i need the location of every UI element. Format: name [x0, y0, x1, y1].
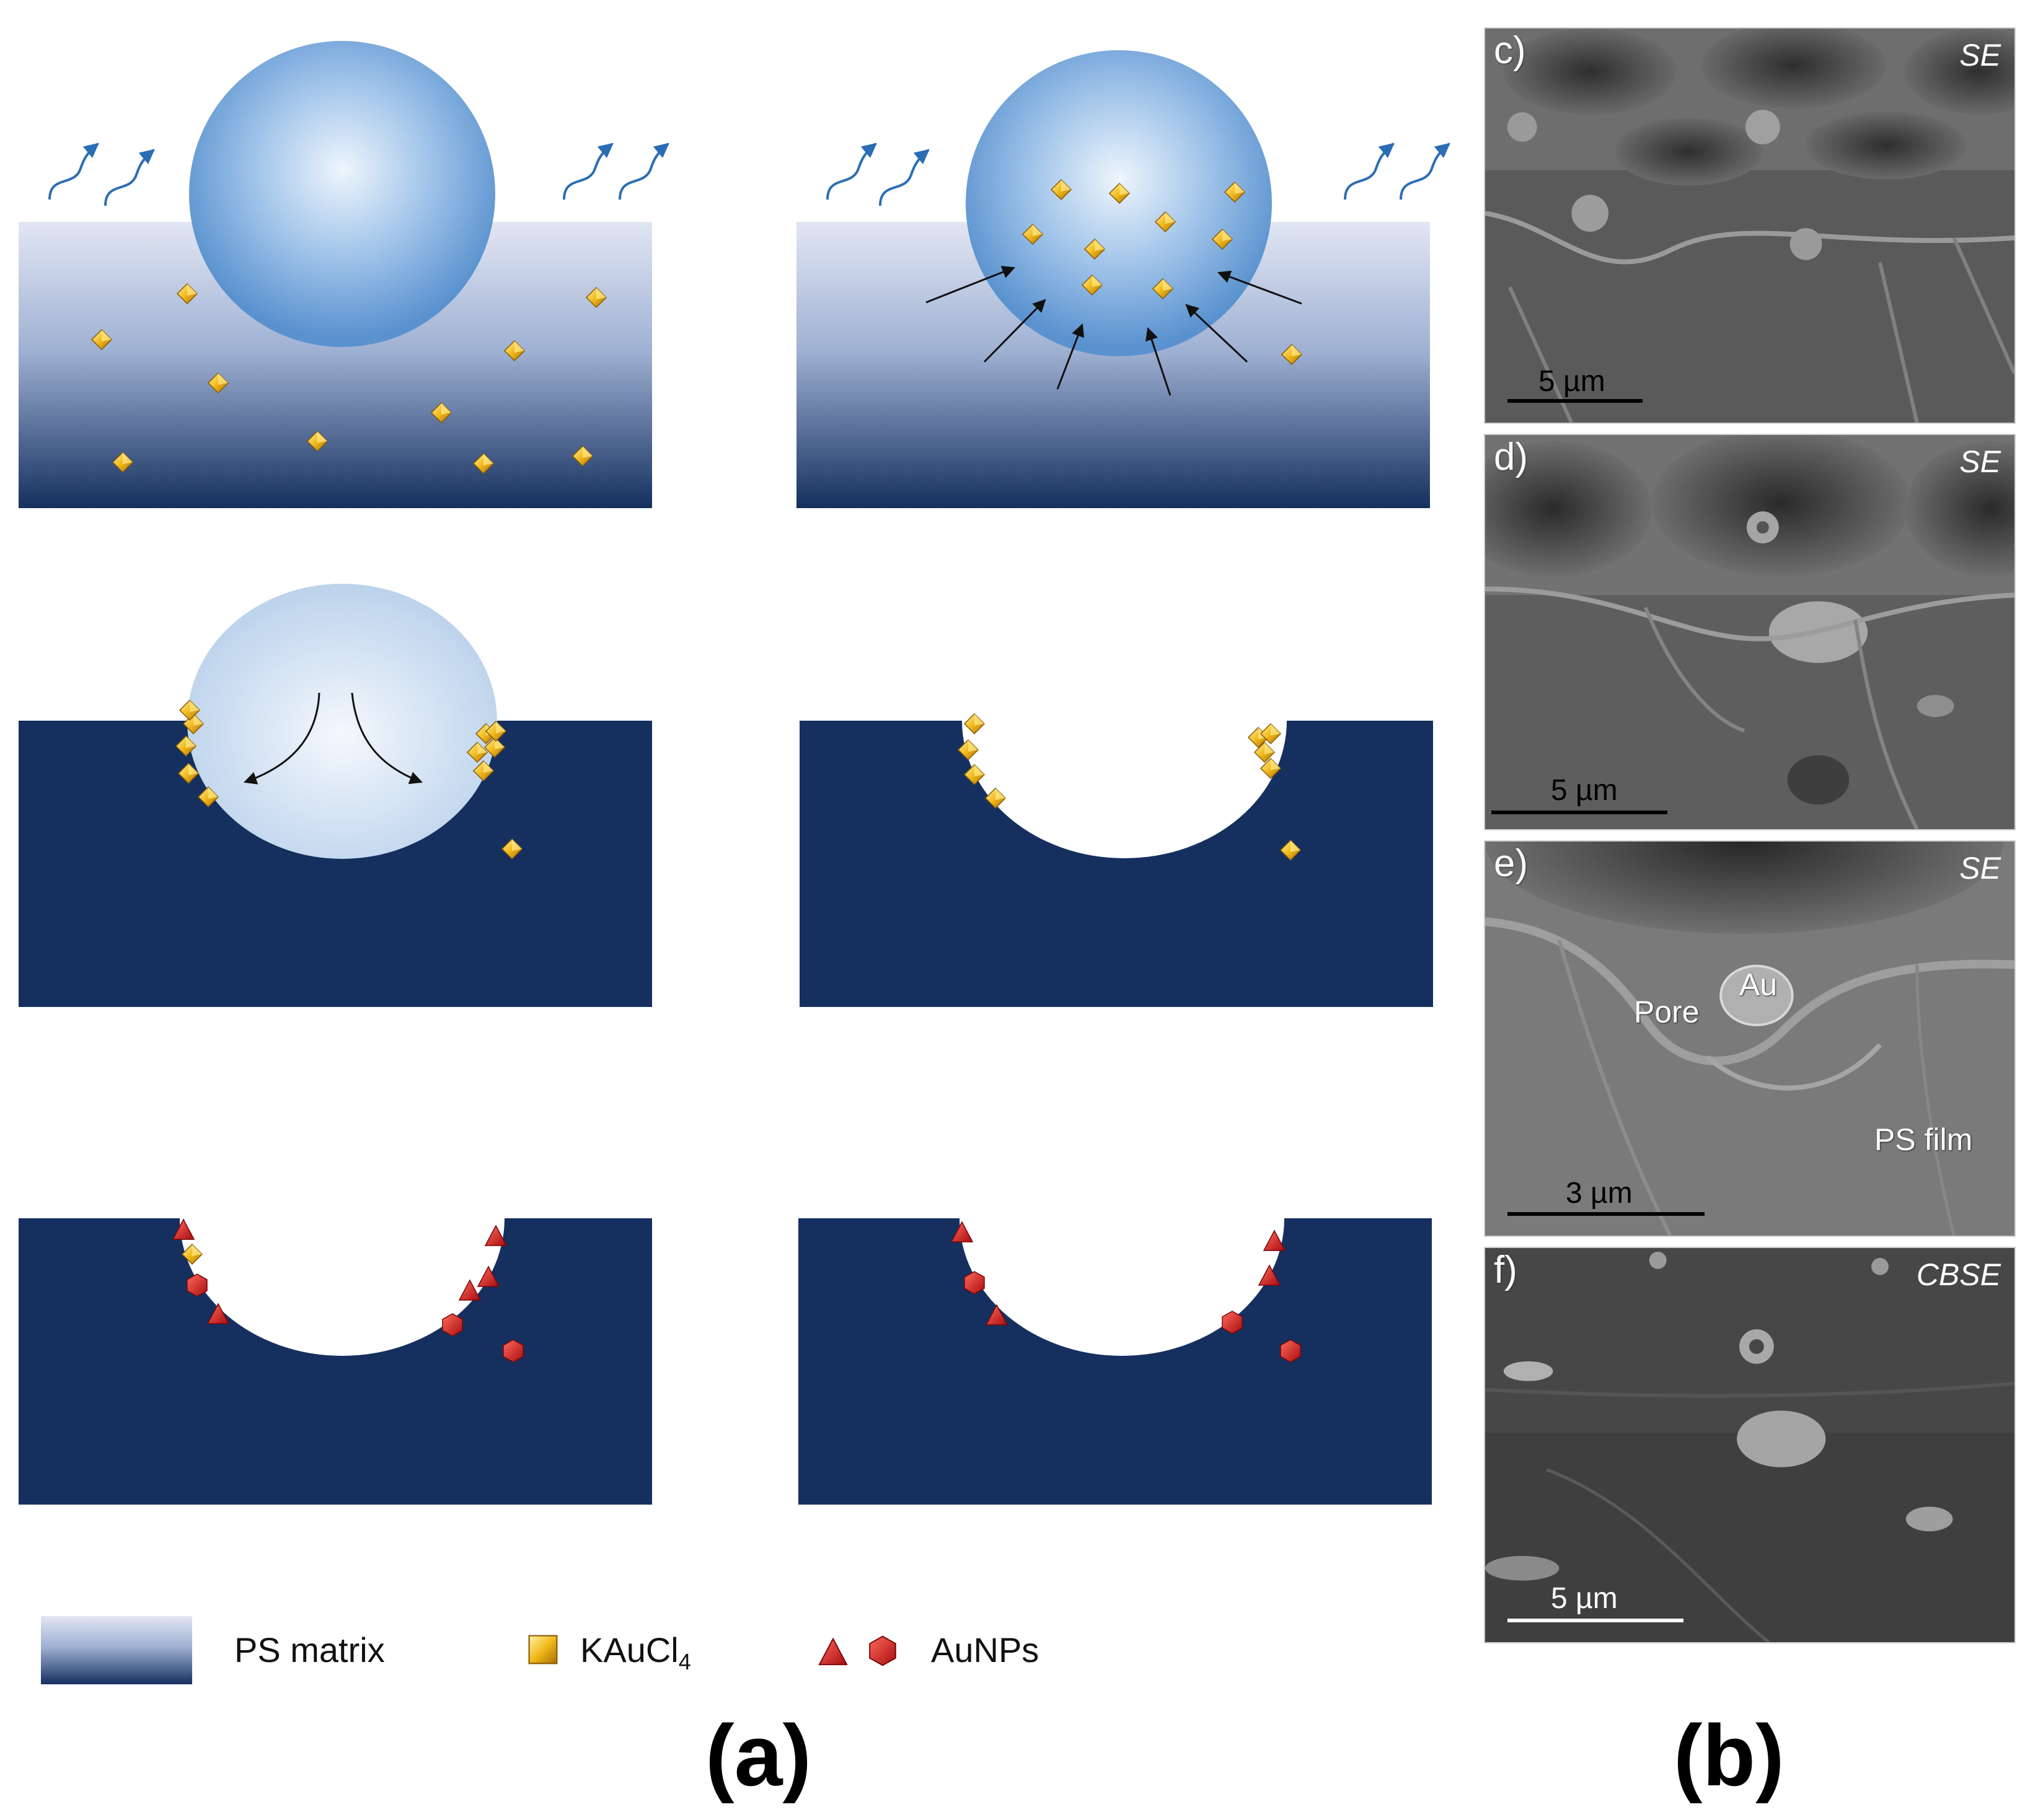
step-5-reduction — [19, 1218, 652, 1505]
sem-mode-d: SE — [1959, 444, 2001, 479]
sem-texture-d — [1485, 435, 2014, 829]
pore-label: Pore — [1634, 995, 1700, 1029]
step-6-aunps-in-pore — [798, 1218, 1432, 1505]
step-3-salt-to-rim — [19, 584, 652, 1007]
scale-label-f: 5 µm — [1551, 1582, 1618, 1615]
legend-nanoparticles-label: AuNPs — [931, 1630, 1039, 1669]
panel-label-a: (a) — [705, 1707, 812, 1804]
sem-letter-d: d) — [1494, 436, 1529, 478]
scale-label-c: 5 µm — [1538, 365, 1605, 398]
step-2-salt-migration — [796, 50, 1449, 508]
sem-letter-e: e) — [1494, 842, 1529, 885]
legend-matrix-label: PS matrix — [234, 1630, 385, 1669]
scale-bar-c — [1507, 399, 1643, 403]
sem-letter-f: f) — [1494, 1249, 1517, 1291]
scale-label-d: 5 µm — [1551, 774, 1618, 807]
sem-image-e: e) SE Pore Au PS film 3 µm — [1484, 840, 2016, 1237]
step-4-pore-formed — [800, 713, 1433, 1007]
sem-mode-e: SE — [1959, 851, 2001, 886]
scale-bar-f — [1507, 1619, 1683, 1622]
ps-film-label: PS film — [1874, 1122, 1973, 1157]
step-1-droplet-condensation — [19, 41, 668, 508]
legend-salt-subscript: 4 — [678, 1649, 691, 1675]
sem-texture-c — [1485, 29, 2014, 423]
scheme-diagram — [19, 41, 1475, 1684]
sem-texture-e — [1485, 842, 2014, 1236]
legend-swatches — [41, 1616, 896, 1684]
au-label: Au — [1739, 967, 1778, 1002]
legend-salt-text: KAuCl — [580, 1630, 679, 1669]
legend-salt-label: KAuCl4 — [580, 1630, 691, 1675]
sem-texture-f — [1485, 1248, 2014, 1642]
sem-image-c: c) SE 5 µm — [1484, 27, 2016, 424]
sem-image-f: f) CBSE 5 µm — [1484, 1247, 2016, 1643]
sem-letter-c: c) — [1494, 29, 1526, 72]
scale-bar-e — [1507, 1212, 1705, 1216]
sem-image-d: d) SE 5 µm — [1484, 434, 2016, 830]
sem-mode-f: CBSE — [1916, 1257, 2001, 1292]
scale-bar-d — [1491, 811, 1667, 814]
sem-mode-c: SE — [1959, 38, 2001, 73]
scale-label-e: 3 µm — [1566, 1177, 1633, 1210]
panel-label-b: (b) — [1674, 1707, 1785, 1804]
